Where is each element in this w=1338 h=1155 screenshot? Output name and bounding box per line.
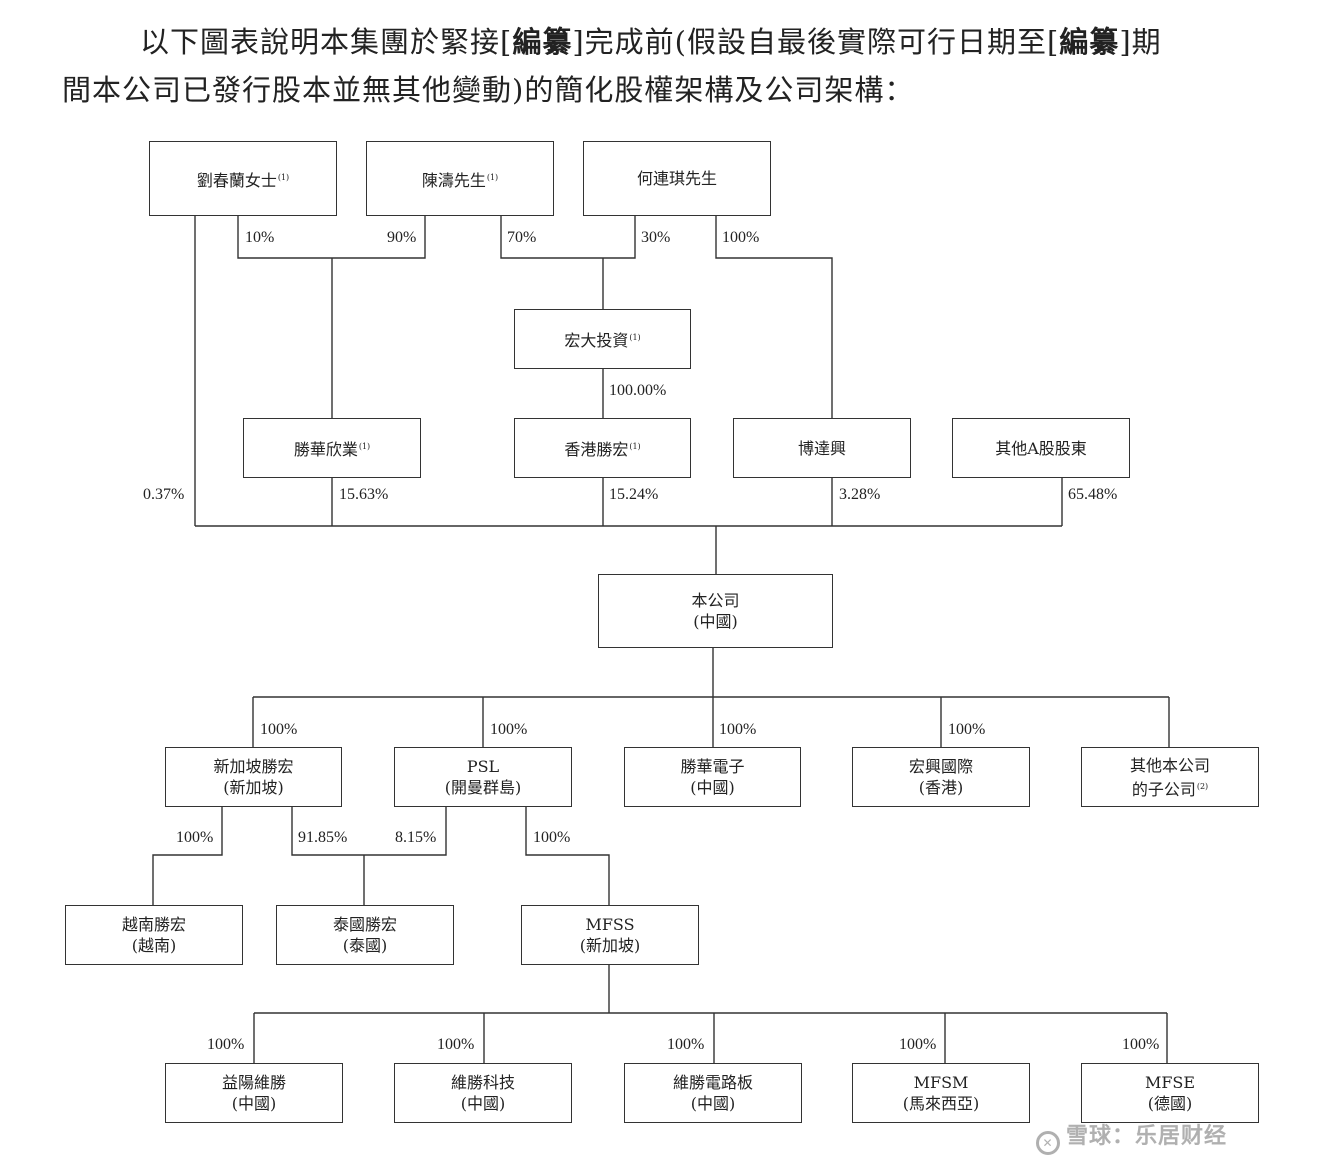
shareholder-box-liu: 劉春蘭女士(1)	[149, 141, 337, 216]
pct-label: 30%	[641, 229, 671, 246]
entity-box-shenghua-elec: 勝華電子 (中國)	[624, 747, 801, 807]
entity-box-hongxing-intl: 宏興國際 (香港)	[852, 747, 1030, 807]
entity-box-th-shenghong: 泰國勝宏 (泰國)	[276, 905, 454, 965]
connector	[715, 215, 833, 418]
pct-label: 8.15%	[395, 829, 437, 846]
pct-label: 100%	[260, 721, 298, 738]
pct-label: 100%	[899, 1036, 937, 1053]
pct-label: 100%	[719, 721, 757, 738]
intro-line-2: 間本公司已發行股本並無其他變動)的簡化股權架構及公司架構：	[62, 73, 915, 107]
entity-box-other-a-shareholders: 其他A股股東	[952, 418, 1130, 478]
entity-box-sg-shenghong: 新加坡勝宏 (新加坡)	[165, 747, 342, 807]
pct-label: 15.24%	[609, 486, 659, 503]
pct-label: 100%	[207, 1036, 245, 1053]
footnote-marker: (2)	[1196, 781, 1209, 791]
footnote-marker: (1)	[629, 442, 641, 451]
pct-label: 100%	[667, 1036, 705, 1053]
pct-label: 100.00%	[609, 382, 667, 399]
entity-box-weisheng-pcb: 維勝電路板 (中國)	[624, 1063, 802, 1123]
pct-label: 100%	[437, 1036, 475, 1053]
pct-label: 100%	[533, 829, 571, 846]
shareholder-box-chen: 陳濤先生(1)	[366, 141, 554, 216]
footnote-marker: (1)	[358, 442, 371, 451]
pct-label: 100%	[1122, 1036, 1160, 1053]
footnote-marker: (1)	[629, 333, 641, 342]
shareholder-box-he: 何連琪先生	[583, 141, 771, 216]
connector	[525, 806, 610, 905]
entity-box-shenghua-xinye: 勝華欣業(1)	[243, 418, 421, 478]
entity-box-company: 本公司 (中國)	[598, 574, 833, 648]
footnote-marker: (1)	[486, 172, 499, 182]
pct-label: 100%	[948, 721, 986, 738]
footnote-marker: (1)	[277, 172, 290, 182]
entity-box-hk-shenghong: 香港勝宏(1)	[514, 418, 691, 478]
entity-box-mfss: MFSS (新加坡)	[521, 905, 699, 965]
entity-box-bodaxing: 博達興	[733, 418, 911, 478]
connector	[152, 806, 223, 905]
entity-box-mfse: MFSE (德國)	[1081, 1063, 1259, 1123]
pct-label: 70%	[507, 229, 537, 246]
pct-label: 91.85%	[298, 829, 348, 846]
connector	[291, 806, 447, 856]
entity-box-yiyang-weisheng: 益陽維勝 (中國)	[165, 1063, 343, 1123]
connector	[500, 215, 636, 259]
intro-paragraph: 以下圖表說明本集團於緊接[編纂]完成前(假設自最後實際可行日期至[編纂]期 間本…	[62, 18, 1282, 114]
pct-label: 65.48%	[1068, 486, 1118, 503]
redacted-marker: 編纂	[512, 25, 573, 59]
entity-box-other-subsidiaries: 其他本公司 的子公司(2)	[1081, 747, 1259, 807]
intro-line-1: 以下圖表說明本集團於緊接[編纂]完成前(假設自最後實際可行日期至[編纂]期	[140, 25, 1162, 59]
pct-label: 15.63%	[339, 486, 389, 503]
pct-label: 100%	[490, 721, 528, 738]
entity-box-mfsm: MFSM (馬來西亞)	[852, 1063, 1030, 1123]
redacted-marker: 編纂	[1059, 25, 1120, 59]
pct-label: 100%	[176, 829, 214, 846]
pct-label: 0.37%	[143, 486, 185, 503]
pct-label: 90%	[387, 229, 417, 246]
entity-box-weisheng-tech: 維勝科技 (中國)	[394, 1063, 572, 1123]
pct-label: 3.28%	[839, 486, 881, 503]
pct-label: 10%	[245, 229, 275, 246]
pct-label: 100%	[722, 229, 760, 246]
entity-box-hongda: 宏大投資(1)	[514, 309, 691, 369]
entity-box-psl: PSL (開曼群島)	[394, 747, 572, 807]
entity-box-vn-shenghong: 越南勝宏 (越南)	[65, 905, 243, 965]
